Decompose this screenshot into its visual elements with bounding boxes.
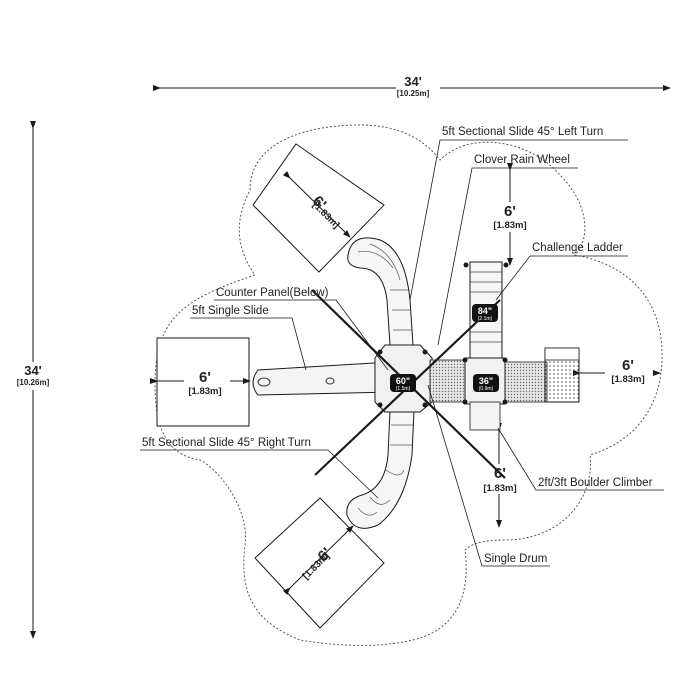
deck-height-tag-60: 60" (1.5m) bbox=[390, 374, 416, 392]
deck-height-36-sub: (0.9m) bbox=[479, 386, 494, 392]
callout-boulder-climber: 2ft/3ft Boulder Climber bbox=[497, 427, 664, 491]
sectional-slide-right-turn bbox=[346, 409, 415, 529]
callout-single-slide: 5ft Single Slide bbox=[190, 305, 307, 371]
overall-depth-label: 34' bbox=[24, 363, 42, 378]
callout-label-clover-rain-wheel: Clover Rain Wheel bbox=[474, 154, 570, 166]
central-decks bbox=[374, 344, 580, 431]
callout-label-counter-panel: Counter Panel(Below) bbox=[216, 287, 329, 299]
deck-height-60-sub: (1.5m) bbox=[396, 386, 411, 392]
clearance-bottom-center-metric: [1.83m] bbox=[483, 483, 516, 494]
clearance-dim-top-center: 6' [1.83m] bbox=[487, 163, 533, 266]
callout-single-drum: Single Drum bbox=[427, 384, 550, 567]
callout-challenge-ladder: Challenge Ladder bbox=[495, 242, 628, 301]
deck-height-36-main: 36" bbox=[479, 376, 493, 386]
clearance-top-center-feet: 6' bbox=[504, 203, 516, 220]
clearance-zone-top-left: 6' [1.83m] bbox=[252, 143, 385, 273]
deck-height-tag-84: 84" (2.1m) bbox=[472, 304, 498, 322]
clearance-left-feet: 6' bbox=[199, 369, 211, 386]
callout-label-sectional-slide-right-turn: 5ft Sectional Slide 45° Right Turn bbox=[142, 437, 311, 449]
clearance-right-metric: [1.83m] bbox=[611, 374, 644, 385]
single-slide bbox=[252, 361, 393, 396]
callout-label-challenge-ladder: Challenge Ladder bbox=[532, 242, 623, 254]
use-zone-outline bbox=[154, 124, 663, 646]
callout-clover-rain-wheel: Clover Rain Wheel bbox=[437, 154, 578, 346]
callout-label-sectional-slide-left-turn: 5ft Sectional Slide 45° Left Turn bbox=[442, 126, 603, 138]
callout-sectional-slide-right-turn: 5ft Sectional Slide 45° Right Turn bbox=[140, 437, 379, 499]
overall-depth-metric: [10.26m] bbox=[17, 378, 50, 387]
deck-height-84-sub: (2.1m) bbox=[478, 316, 493, 322]
deck-height-84-main: 84" bbox=[478, 306, 492, 316]
callout-sectional-slide-left-turn: 5ft Sectional Slide 45° Left Turn bbox=[409, 126, 628, 301]
clearance-top-center-metric: [1.83m] bbox=[493, 220, 526, 231]
clearance-zone-left: 6' [1.83m] bbox=[150, 337, 251, 427]
overall-width-metric: [10.25m] bbox=[397, 89, 430, 98]
callout-counter-panel: Counter Panel(Below) bbox=[214, 287, 389, 371]
deck-height-60-main: 60" bbox=[396, 376, 410, 386]
deck-height-tag-36: 36" (0.9m) bbox=[473, 374, 499, 392]
clearance-dim-right: 6' [1.83m] bbox=[573, 357, 661, 385]
clearance-right-feet: 6' bbox=[622, 357, 634, 374]
clearance-left-metric: [1.83m] bbox=[188, 386, 221, 397]
clearance-zone-bottom-left: 6' [1.83m] bbox=[254, 497, 385, 629]
callout-label-single-slide: 5ft Single Slide bbox=[192, 305, 269, 317]
callout-label-boulder-climber: 2ft/3ft Boulder Climber bbox=[538, 477, 653, 489]
clearance-dim-bottom-center: 6' [1.83m] bbox=[478, 423, 522, 528]
callout-label-single-drum: Single Drum bbox=[484, 553, 547, 565]
overall-width-label: 34' bbox=[404, 74, 422, 89]
